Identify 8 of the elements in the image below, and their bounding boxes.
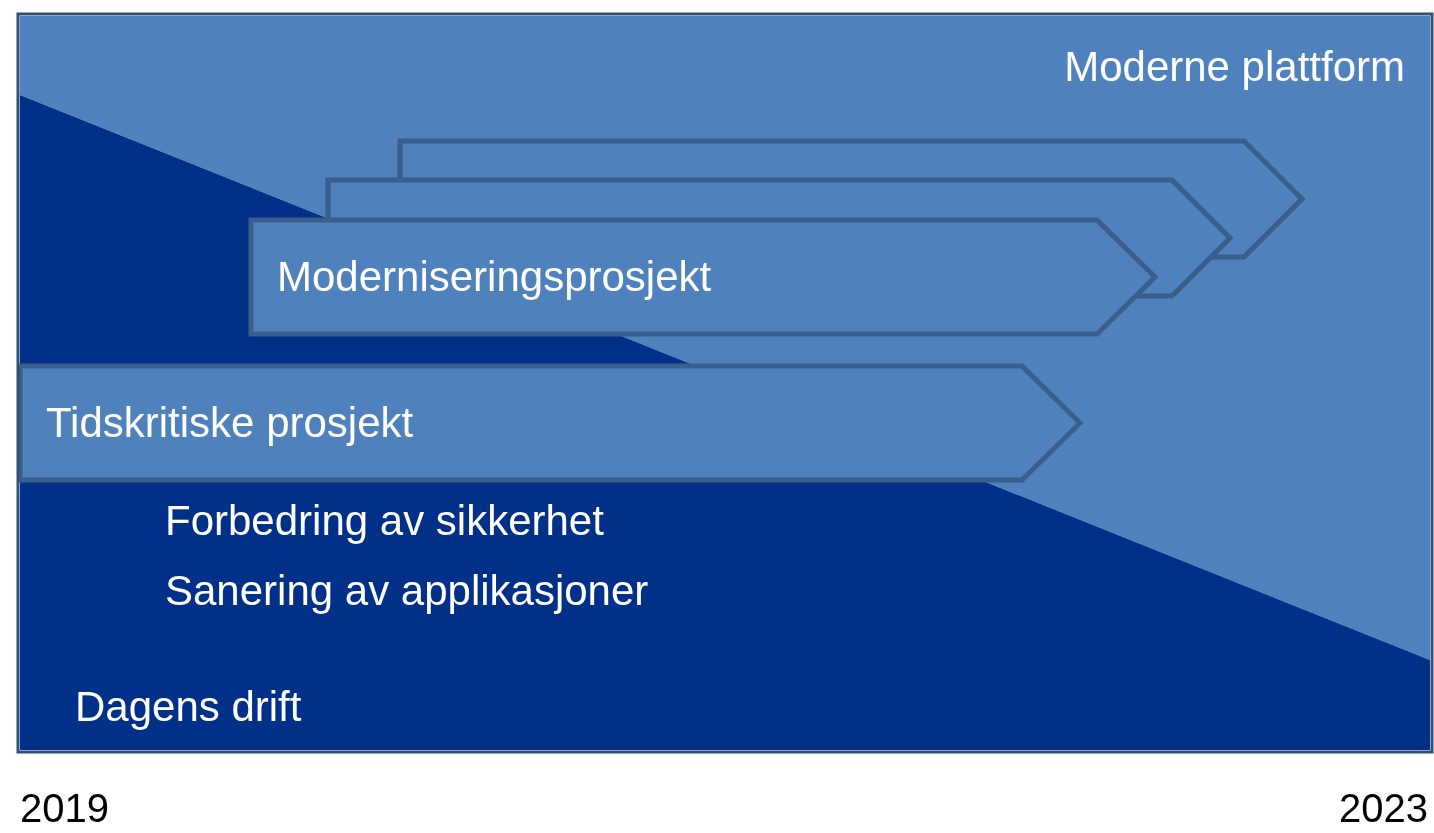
node-label: Dagens drift — [75, 684, 302, 731]
node-label: Sanering av applikasjoner — [165, 568, 649, 615]
year-label: 2023 — [1339, 786, 1428, 830]
node-label: Moderne plattform — [1064, 44, 1405, 91]
year-label: 2019 — [20, 786, 109, 830]
node-label: Tidskritiske prosjekt — [46, 400, 414, 447]
node-label: Moderniseringsprosjekt — [277, 254, 712, 301]
node-label: Forbedring av sikkerhet — [165, 498, 604, 545]
